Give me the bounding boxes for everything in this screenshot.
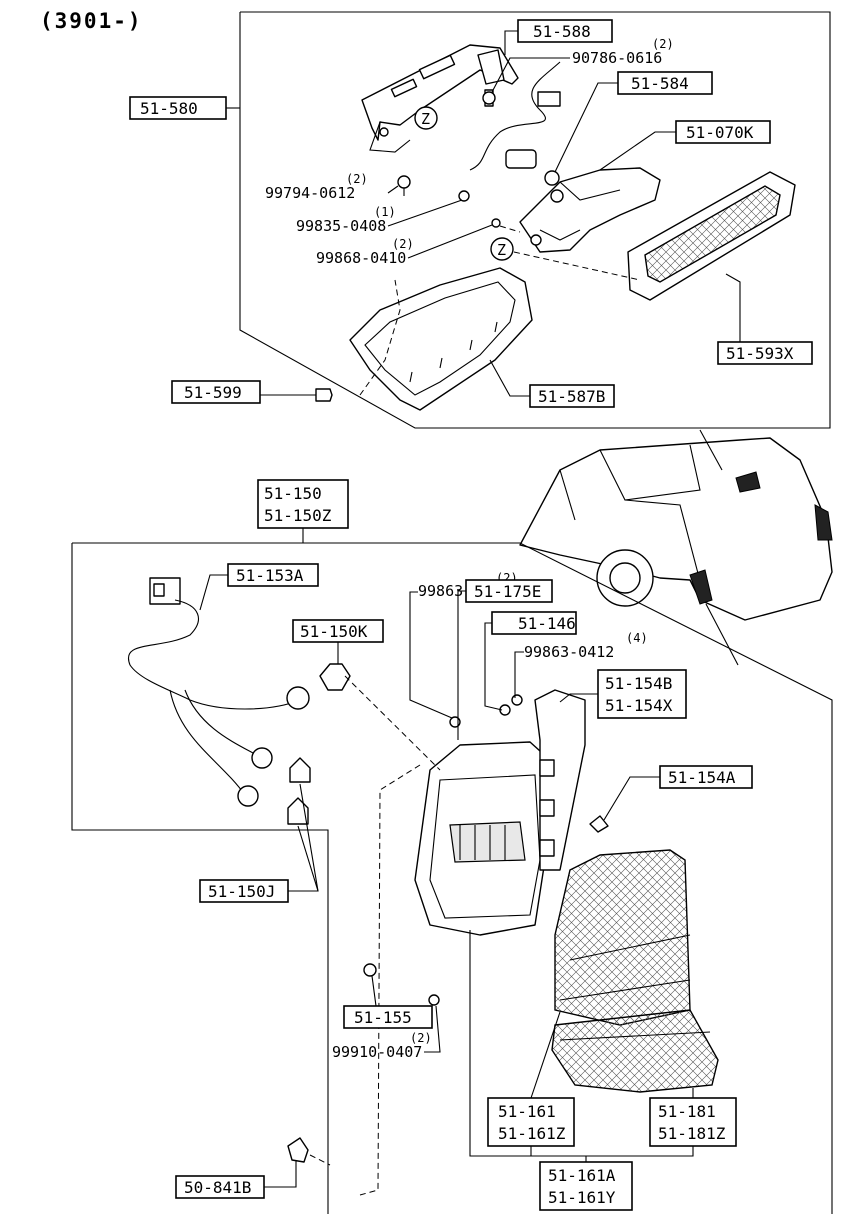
svg-text:51-154A: 51-154A — [668, 768, 736, 787]
label-51-587b: 51-587B — [489, 359, 615, 408]
label-51-070k: 51-070K — [599, 120, 771, 171]
svg-text:90786-0616: 90786-0616 — [572, 49, 662, 67]
screw-99868 — [491, 218, 521, 233]
mount-bracket-51-154 — [534, 689, 586, 871]
svg-text:51-070K: 51-070K — [686, 123, 754, 142]
svg-text:Z: Z — [421, 110, 430, 128]
label-51-161: 51-161 51-161Z — [487, 1011, 575, 1147]
svg-text:(2): (2) — [392, 237, 414, 251]
high-mount-housing — [519, 167, 661, 253]
screw-99835 — [458, 190, 470, 202]
tail-lens-51-161 — [554, 849, 691, 1026]
svg-text:51-150Z: 51-150Z — [264, 506, 332, 525]
rear-combination-harness — [127, 577, 310, 807]
z-marker-1: Z — [414, 106, 438, 130]
clip-51-599 — [315, 388, 333, 402]
svg-text:51-584: 51-584 — [631, 74, 689, 93]
svg-text:51-150K: 51-150K — [300, 622, 368, 641]
svg-text:51-593X: 51-593X — [726, 344, 794, 363]
svg-text:Z: Z — [497, 241, 506, 259]
label-51-154b: 51-154B 51-154X — [559, 669, 687, 719]
svg-text:99794-0612: 99794-0612 — [265, 184, 355, 202]
svg-text:51-181Z: 51-181Z — [658, 1124, 726, 1143]
label-51-580: 51-580 — [129, 96, 240, 120]
svg-text:99863-0412: 99863-0412 — [524, 643, 614, 661]
svg-text:51-155: 51-155 — [354, 1008, 412, 1027]
svg-text:51-161: 51-161 — [498, 1102, 556, 1121]
tail-lens-51-181 — [551, 1009, 719, 1093]
label-51-150k: 51-150K — [292, 619, 384, 664]
label-51-161a: 51-161A 51-161Y — [469, 930, 694, 1211]
z-dash-line — [513, 251, 641, 281]
svg-text:51-146: 51-146 — [518, 614, 576, 633]
label-99835-0408: (1) 99835-0408 — [296, 199, 463, 235]
svg-text:(2): (2) — [410, 1031, 432, 1045]
svg-text:51-161Z: 51-161Z — [498, 1124, 566, 1143]
label-90786-0616: (2) 90786-0616 — [491, 37, 674, 93]
label-51-175e: 51-175E — [457, 579, 553, 740]
vehicle-rear-sketch — [519, 429, 833, 666]
svg-text:50-841B: 50-841B — [184, 1178, 251, 1197]
svg-text:51-580: 51-580 — [140, 99, 198, 118]
upper-assembly-frame — [239, 11, 831, 429]
label-51-150j: 51-150J — [199, 783, 319, 903]
screw-90786 — [482, 89, 496, 107]
svg-text:51-587B: 51-587B — [538, 387, 605, 406]
svg-text:51-181: 51-181 — [658, 1102, 716, 1121]
svg-text:(2): (2) — [652, 37, 674, 51]
label-51-146: 51-146 — [484, 611, 577, 711]
high-mount-wiring — [469, 61, 561, 186]
svg-text:51-150J: 51-150J — [208, 882, 275, 901]
label-51-154a: 51-154A — [603, 765, 753, 821]
label-99910-0407: (2) 99910-0407 — [332, 1005, 441, 1061]
label-51-593x: 51-593X — [717, 273, 813, 365]
svg-text:51-161Y: 51-161Y — [548, 1188, 616, 1207]
label-99863-0412-b: (4) 99863-0412 — [514, 631, 648, 698]
svg-text:51-599: 51-599 — [184, 383, 242, 402]
svg-text:99910-0407: 99910-0407 — [332, 1043, 422, 1061]
label-51-584: 51-584 — [554, 71, 713, 173]
svg-text:51-154B: 51-154B — [605, 674, 672, 693]
label-99868-0410: (2) 99868-0410 — [316, 224, 493, 267]
label-51-153a: 51-153A — [199, 563, 319, 611]
high-mount-lens — [627, 171, 796, 301]
svg-text:51-153A: 51-153A — [236, 566, 304, 585]
high-mount-cover — [349, 267, 533, 411]
svg-text:51-175E: 51-175E — [474, 582, 541, 601]
label-51-588: 51-588 — [504, 19, 613, 55]
label-51-181: 51-181 51-181Z — [649, 1088, 737, 1147]
screw-99794 — [397, 175, 411, 196]
lower-assembly-frame — [71, 542, 833, 1214]
svg-text:(1): (1) — [374, 205, 396, 219]
catalog-header: (3901-) — [40, 9, 143, 33]
svg-text:(2): (2) — [346, 172, 368, 186]
svg-text:99835-0408: 99835-0408 — [296, 217, 386, 235]
cover-dash-line — [359, 279, 401, 396]
rear-lamp-housing — [359, 741, 551, 1196]
svg-text:51-154X: 51-154X — [605, 696, 673, 715]
bulb-dash-line — [344, 675, 441, 771]
svg-text:51-150: 51-150 — [264, 484, 322, 503]
svg-text:51-588: 51-588 — [533, 22, 591, 41]
svg-text:51-161A: 51-161A — [548, 1166, 616, 1185]
label-51-155: 51-155 — [343, 975, 433, 1029]
label-50-841b: 50-841B — [175, 1160, 297, 1199]
svg-text:99868-0410: 99868-0410 — [316, 249, 406, 267]
label-51-150: 51-150 51-150Z — [257, 479, 349, 543]
z-marker-2: Z — [490, 237, 514, 261]
label-99794-0612: (2) 99794-0612 — [265, 172, 399, 202]
svg-text:(4): (4) — [626, 631, 648, 645]
high-mount-bracket — [361, 44, 519, 153]
label-51-599: 51-599 — [171, 380, 316, 404]
